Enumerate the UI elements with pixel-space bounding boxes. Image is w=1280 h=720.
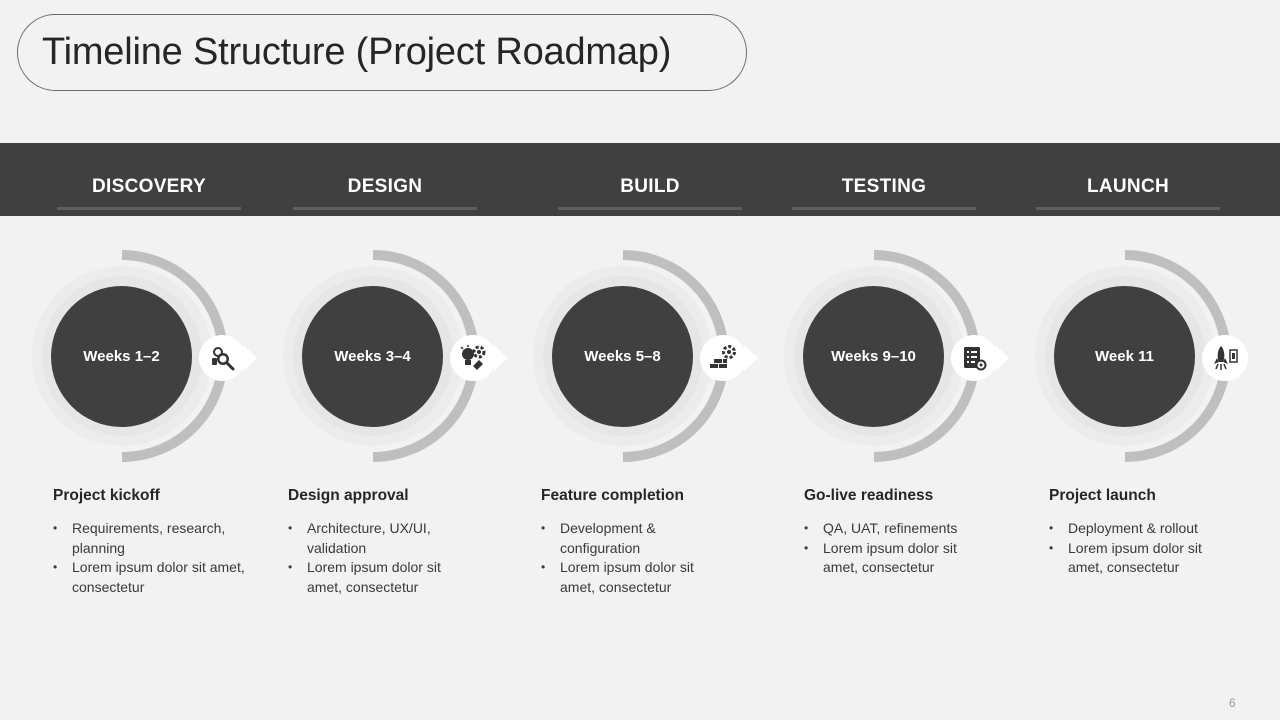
duration-label: Weeks 1–2: [83, 348, 160, 365]
milestone-bullets: Requirements, research, planning Lorem i…: [53, 519, 253, 597]
page-number: 6: [1229, 696, 1236, 710]
milestone-title: Design approval: [288, 487, 409, 504]
bullet-item: Lorem ipsum dolor sit amet, consectetur: [541, 558, 731, 597]
badge-pointer: [243, 345, 257, 371]
milestone-bullets: Development & configuration Lorem ipsum …: [541, 519, 731, 597]
idea-gear-icon: [450, 335, 496, 381]
checklist-icon: [951, 335, 997, 381]
duration-circle: Weeks 1–2: [51, 286, 192, 427]
phase-underline: [558, 207, 742, 210]
bullet-item: Lorem ipsum dolor sit amet, consectetur: [53, 558, 253, 597]
duration-circle: Weeks 3–4: [302, 286, 443, 427]
duration-circle: Weeks 5–8: [552, 286, 693, 427]
search-icon: [199, 335, 245, 381]
phase-underline: [57, 207, 241, 210]
duration-label: Weeks 5–8: [584, 348, 661, 365]
milestone-title: Feature completion: [541, 487, 684, 504]
milestone-bullets: QA, UAT, refinements Lorem ipsum dolor s…: [804, 519, 994, 578]
duration-label: Weeks 9–10: [831, 348, 916, 365]
bullet-item: Development & configuration: [541, 519, 731, 558]
milestone-title: Project launch: [1049, 487, 1156, 504]
phase-heading-build: BUILD: [620, 176, 680, 197]
duration-label: Weeks 3–4: [334, 348, 411, 365]
phase-underline: [792, 207, 976, 210]
phase-header-band: [0, 143, 1280, 216]
phase-underline: [293, 207, 477, 210]
badge-pointer: [744, 345, 758, 371]
bullet-item: Lorem ipsum dolor sit amet, consectetur: [804, 539, 994, 578]
phase-heading-discovery: DISCOVERY: [92, 176, 206, 197]
badge-pointer: [995, 345, 1009, 371]
bullet-item: QA, UAT, refinements: [804, 519, 994, 539]
duration-label: Week 11: [1095, 348, 1154, 365]
slide-title: Timeline Structure (Project Roadmap): [42, 31, 672, 73]
phase-heading-launch: LAUNCH: [1086, 176, 1169, 197]
phase-heading-design: DESIGN: [347, 176, 423, 197]
bricks-gear-icon: [700, 335, 746, 381]
bullet-item: Deployment & rollout: [1049, 519, 1239, 539]
milestone-title: Go-live readiness: [804, 487, 934, 504]
rocket-icon: [1202, 335, 1248, 381]
milestone-bullets: Deployment & rollout Lorem ipsum dolor s…: [1049, 519, 1239, 578]
phase-heading-testing: TESTING: [841, 176, 927, 197]
phase-underline: [1036, 207, 1220, 210]
bullet-item: Lorem ipsum dolor sit amet, consectetur: [1049, 539, 1239, 578]
milestone-bullets: Architecture, UX/UI, validation Lorem ip…: [288, 519, 478, 597]
duration-circle: Weeks 9–10: [803, 286, 944, 427]
milestone-title: Project kickoff: [53, 487, 160, 504]
bullet-item: Lorem ipsum dolor sit amet, consectetur: [288, 558, 478, 597]
duration-circle: Week 11: [1054, 286, 1195, 427]
badge-pointer: [494, 345, 508, 371]
title-pill: Timeline Structure (Project Roadmap): [17, 14, 747, 91]
bullet-item: Architecture, UX/UI, validation: [288, 519, 478, 558]
bullet-item: Requirements, research, planning: [53, 519, 253, 558]
